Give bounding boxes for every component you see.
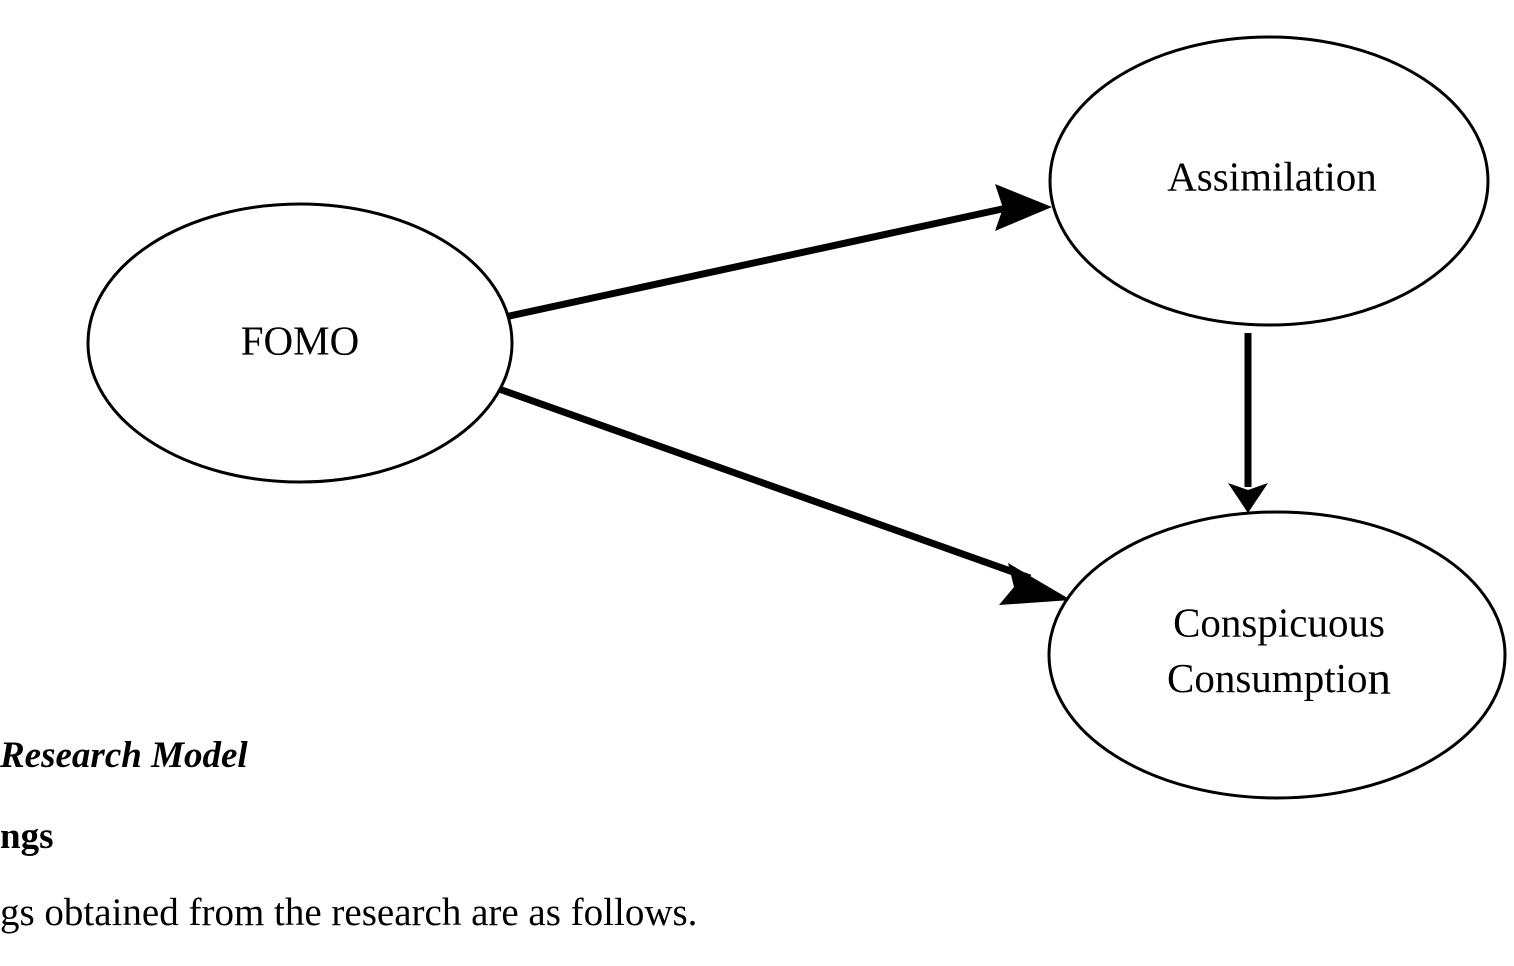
node-assimilation-ellipse[interactable] <box>1048 35 1490 327</box>
section-heading: ngs <box>0 816 54 857</box>
edge-assimilation-to-conspicuous-consumption <box>1228 333 1268 513</box>
node-fomo[interactable]: FOMO <box>86 202 514 484</box>
figure-caption: Research Model <box>0 735 248 776</box>
arrowhead-icon-vertical <box>1228 483 1268 513</box>
edge-fomo-to-assimilation <box>504 184 1052 321</box>
edge-line-fomo-consumption <box>497 385 1032 582</box>
arrowhead-icon-assimilation <box>995 184 1052 231</box>
node-conspicuous-consumption-ellipse[interactable] <box>1047 510 1507 800</box>
node-conspicuous-consumption-label-line1: Conspicuous <box>1173 599 1385 645</box>
edge-line-fomo-assimilation <box>504 202 1017 321</box>
arrowhead-icon-consumption <box>999 563 1071 605</box>
label-line2-tail: n <box>1367 653 1391 705</box>
edge-fomo-to-conspicuous-consumption <box>497 385 1071 605</box>
label-line2-stem: Consumptio <box>1167 655 1367 701</box>
node-conspicuous-consumption[interactable]: Conspicuous Consumption <box>1047 510 1507 800</box>
node-fomo-ellipse[interactable] <box>86 202 514 484</box>
node-fomo-label: FOMO <box>241 317 359 363</box>
node-assimilation[interactable]: Assimilation <box>1048 35 1490 327</box>
node-assimilation-label: Assimilation <box>1167 153 1377 199</box>
body-paragraph: gs obtained from the research are as fol… <box>0 891 698 934</box>
node-conspicuous-consumption-label-line2: Consumption <box>1167 653 1391 705</box>
